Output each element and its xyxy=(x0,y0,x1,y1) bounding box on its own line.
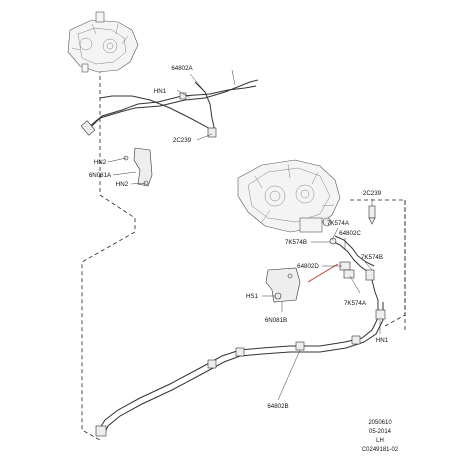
callout-hn2-a: HN2 xyxy=(94,159,107,166)
callout-6N081A: 6N081A xyxy=(89,172,112,179)
callout-7K574A-bottom: 7K574A xyxy=(344,300,367,307)
callout-7K574A-top: 7K574A xyxy=(327,220,350,227)
routing-boundary xyxy=(81,55,406,441)
callout-2C239-top: 2C239 xyxy=(173,137,192,144)
callout-2C239-right: 2C239 xyxy=(363,190,382,197)
footer-code: 2050610 xyxy=(368,420,392,426)
bracket-6N081B xyxy=(265,267,301,303)
callout-7K574B-left: 7K574B xyxy=(285,239,307,246)
footer-ref: C0249181-02 xyxy=(362,447,399,453)
callout-64802A: 64802A xyxy=(171,65,193,72)
callout-hs1: HS1 xyxy=(246,293,259,300)
fitting-2C239-right xyxy=(368,205,376,225)
callout-labels: 64802A HN1 2C239 HN2 6N081A HN2 2C239 7K… xyxy=(89,65,389,410)
callout-6N081B: 6N081B xyxy=(265,317,287,324)
brake-pipe-64802A xyxy=(80,69,259,138)
callout-hn1-top: HN1 xyxy=(154,88,167,95)
brake-pipe-64802B xyxy=(95,300,386,437)
rear-axle-unit xyxy=(237,159,341,233)
bracket-6N081A xyxy=(123,147,153,187)
callout-64802C: 64802C xyxy=(339,230,361,237)
footer-date: 05-2014 xyxy=(369,429,392,435)
footer-side: LH xyxy=(376,438,384,444)
brake-pipe-64802C xyxy=(307,235,379,301)
callout-hn2-b: HN2 xyxy=(116,181,129,188)
callout-hn1-right: HN1 xyxy=(376,337,389,344)
callout-64802B: 64802B xyxy=(267,403,288,410)
callout-64802D: 64802D xyxy=(297,263,319,270)
callout-7K574B-right: 7K574B xyxy=(361,254,383,261)
reference-footer: 2050610 05-2014 LH C0249181-02 xyxy=(362,420,399,453)
abs-modulator-top xyxy=(67,11,139,73)
leader-lines xyxy=(107,73,381,401)
